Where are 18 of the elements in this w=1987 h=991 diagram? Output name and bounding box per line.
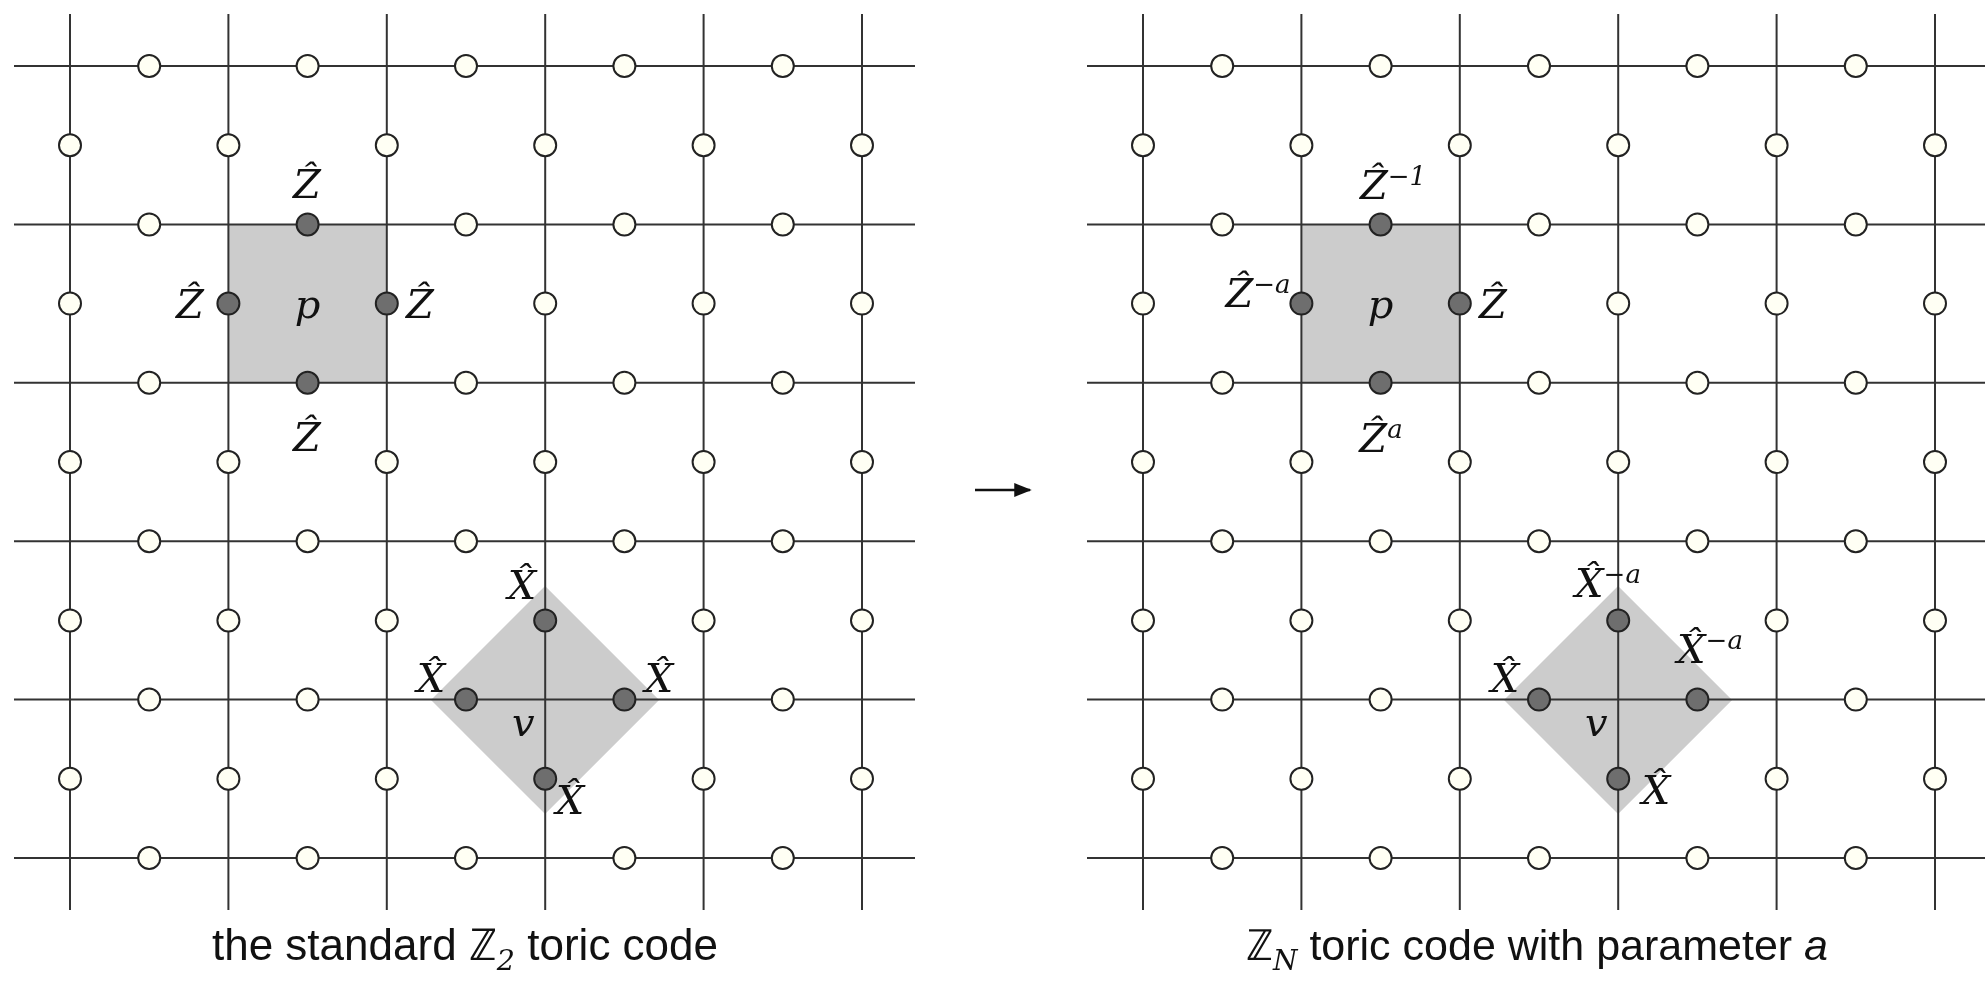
operator-label: X̂	[644, 658, 674, 698]
operator-label: Ẑ$^{−1}$	[1359, 162, 1427, 206]
operator-label: Ẑ$^{a}$	[1359, 415, 1403, 459]
operator-label: X̂	[555, 780, 585, 820]
operator-label: X̂	[1641, 770, 1671, 810]
arrow	[975, 483, 1032, 497]
plaquette-label: p	[294, 283, 321, 324]
operator-label: Ẑ$^{−a}$	[1225, 270, 1291, 314]
panel-label: the standard ℤ$_{2}$ toric code	[212, 919, 718, 977]
plaquette-label: p	[1367, 283, 1394, 324]
vertex-label: v	[511, 701, 535, 742]
operator-label: X̂	[1490, 658, 1520, 698]
operator-label: X̂	[416, 658, 446, 698]
vertex-label: v	[1584, 701, 1608, 742]
plaquette	[1301, 224, 1460, 383]
panel-label: ℤ$_{N}$ toric code with parameter a	[1246, 920, 1828, 977]
operator-label: X̂	[507, 565, 537, 605]
plaquette	[228, 224, 387, 383]
